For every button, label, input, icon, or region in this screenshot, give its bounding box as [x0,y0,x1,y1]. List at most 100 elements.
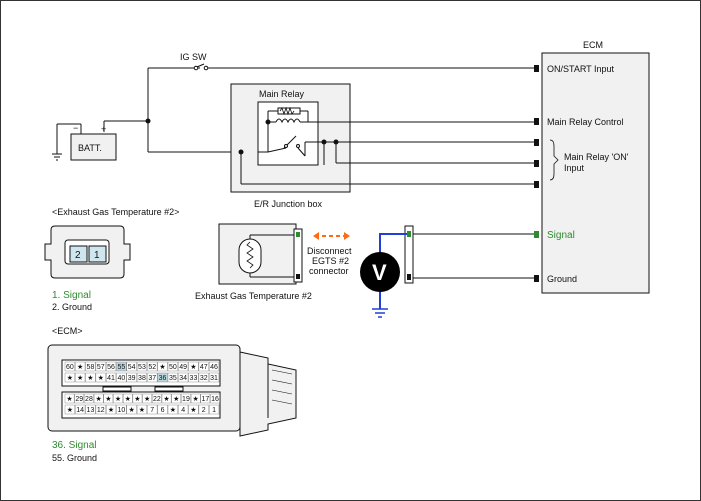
ecm-pin-cell [85,404,96,415]
ecm-pin-cell [157,372,168,383]
egt-sensor-label: Exhaust Gas Temperature #2 [195,291,312,301]
ecm-pin-cell [208,404,220,415]
ecm-pin-cell [198,361,209,372]
ecm-pin-main-relay-control [534,118,539,125]
ecm-connector-title: <ECM> [52,326,83,336]
ecm-pin-label: 46 [210,364,218,371]
ecm-pin-cell [178,361,189,372]
egt-sensor-circuit: Exhaust Gas Temperature #2 Disconnect EG… [195,223,534,318]
ecm-pin-cell [122,393,133,404]
ecm-pin-cell [126,361,137,372]
ecm-pin-label: ★ [173,395,179,403]
ecm-pin-cell [105,372,117,383]
egt-pin-2-label: 2 [75,250,81,261]
ecm-pin-cell [85,372,96,383]
ecm-pin-cell [161,393,172,404]
ecm-pin-cell [126,404,137,415]
relay-coil [275,118,301,124]
ecm-pin-cell [75,404,86,415]
egt-connector-pin-ground [296,274,300,279]
ecm-pin-label: ★ [67,374,73,382]
ecm-pin-cell [178,404,189,415]
ecm-pin-cell [188,404,199,415]
ecm-main-relay-on-label-1: Main Relay 'ON' [564,152,629,162]
ecm-pin-label: 56 [107,364,115,371]
disconnect-arrow-left [313,232,319,240]
ecm-pin-cell [147,361,158,372]
ecm-legend-ground: 55. Ground [52,453,97,463]
ecm-pin-label: 57 [97,364,105,371]
ecm-pin-cell [198,404,209,415]
ecm-pin-cell [84,393,94,404]
ecm-pin-cell [208,361,220,372]
ecm-pin-label: ★ [66,395,72,403]
ecm-pin-label: 10 [117,407,125,414]
voltmeter-probe-lead [379,233,407,253]
ecm-pin-label: ★ [139,406,145,414]
ecm-pin-label: ★ [144,395,150,403]
ecm-legend-signal: 36. Signal [52,440,96,451]
ecm-pin-cell [142,393,152,404]
ecm-pin-label: 31 [210,375,218,382]
ecm-pin-label: ★ [67,406,73,414]
egt-connector-pin-2 [69,245,88,263]
ecm-main-relay-control-label: Main Relay Control [547,117,624,127]
ecm-pin-cell [105,404,117,415]
ecm-pin-cell [136,372,148,383]
ecm-pin-label: 39 [128,375,136,382]
resistor-zigzag [279,106,295,116]
ecm-pin-label: 50 [169,364,177,371]
junction-dot-coil [265,119,271,125]
ecm-pin-label: 41 [107,375,115,382]
junction-box-label: E/R Junction box [254,199,323,209]
disconnect-label-3: connector [309,266,349,276]
ecm-pin-cell [200,393,211,404]
ecm-pin-label: 58 [87,364,95,371]
ecm-pin-label: 60 [66,364,74,371]
ig-switch-contact-b [203,65,209,71]
ecm-pin-cell [178,372,189,383]
ecm-pin-label: 17 [201,396,209,403]
egt-sensor-connector [293,228,303,283]
ecm-pin-cell [147,404,158,415]
ecm-pin-label: 38 [138,375,146,382]
ecm-pin-label: 52 [148,364,156,371]
ecm-pin-label: 13 [87,407,95,414]
ecm-pin-cell [64,361,75,372]
ecm-pin-label: ★ [193,395,199,403]
egt-legend-signal: 1. Signal [52,290,91,301]
ecm-pin-label: 34 [179,375,187,382]
disconnect-arrow-right [344,232,350,240]
egt-connector-pin-1 [88,245,107,263]
ecm-pin-cell [147,372,158,383]
ecm-pin-cell [167,361,178,372]
thermistor-zigzag [246,241,254,269]
ecm-pin-cell [85,361,96,372]
ecm-pin-cell [64,404,75,415]
ecm-pin-label: 4 [181,407,185,414]
battery-plus-sign: + [101,124,106,134]
egt-connector-title: <Exhaust Gas Temperature #2> [52,207,179,217]
ecm-module: ECM ON/START Input Main Relay Control Ma… [534,40,650,294]
egt-legend-ground: 2. Ground [52,302,92,312]
egt-pin-1-label: 1 [94,250,100,261]
ecm-pin-label: ★ [77,374,83,382]
ecm-pin-cell [113,393,123,404]
ecm-pin-label: 32 [200,375,208,382]
ecm-key-1 [102,386,132,392]
ecm-pin-cell [198,372,209,383]
ecm-pin-label: ★ [159,363,165,371]
ecm-pin-label: ★ [115,395,121,403]
egt-connector-pin-signal [296,232,300,237]
ecm-pin-label: 29 [75,396,83,403]
ecm-pin-label: 54 [128,364,136,371]
ecm-pin-cell [167,372,178,383]
ecm-pin-label: 6 [161,407,165,414]
battery-minus-sign: − [73,123,78,133]
ecm-pin-label: ★ [87,374,93,382]
egt-connector-diagram: <Exhaust Gas Temperature #2> 2 1 1. Sign… [44,207,179,312]
ecm-pin-label: ★ [190,406,196,414]
ecm-side-pin-signal [407,231,411,237]
